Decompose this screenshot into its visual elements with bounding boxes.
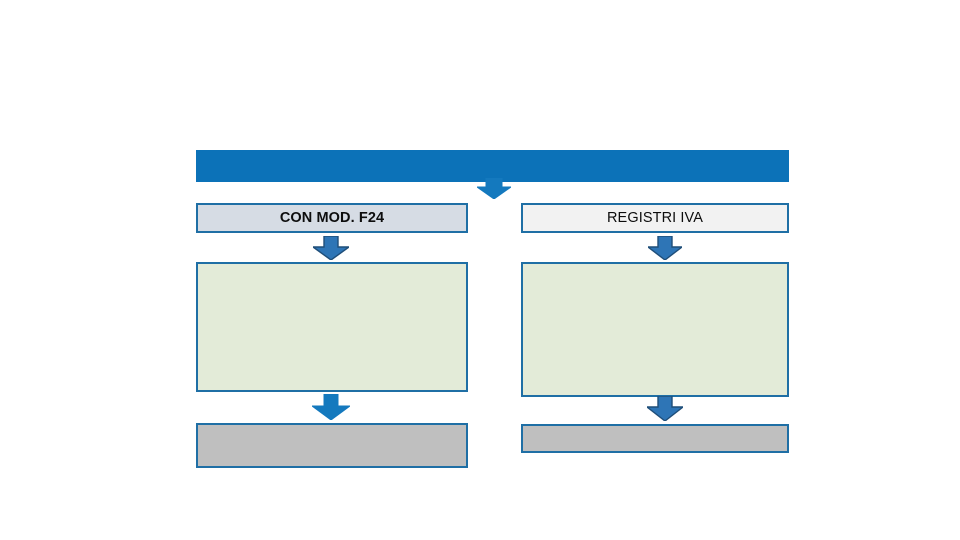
footer-box-registri-iva[interactable] (521, 424, 789, 453)
label-box-registri-iva[interactable]: REGISTRI IVA (521, 203, 789, 233)
header-banner (196, 150, 789, 182)
arrow-body-to-footer-right-icon (647, 396, 683, 421)
content-box-f24-text (198, 264, 466, 270)
footer-box-f24[interactable] (196, 423, 468, 468)
label-box-f24-text: CON MOD. F24 (279, 209, 385, 226)
label-box-f24[interactable]: CON MOD. F24 (196, 203, 468, 233)
content-box-registri-iva[interactable] (521, 262, 789, 397)
arrow-body-to-footer-left-icon (312, 394, 350, 420)
content-box-registri-iva-text (523, 264, 787, 270)
content-box-f24[interactable] (196, 262, 468, 392)
label-box-registri-iva-text: REGISTRI IVA (606, 209, 703, 226)
arrow-label-to-body-right-icon (648, 236, 682, 260)
arrow-header-down-icon (477, 178, 511, 199)
arrow-label-to-body-left-icon (313, 236, 349, 260)
